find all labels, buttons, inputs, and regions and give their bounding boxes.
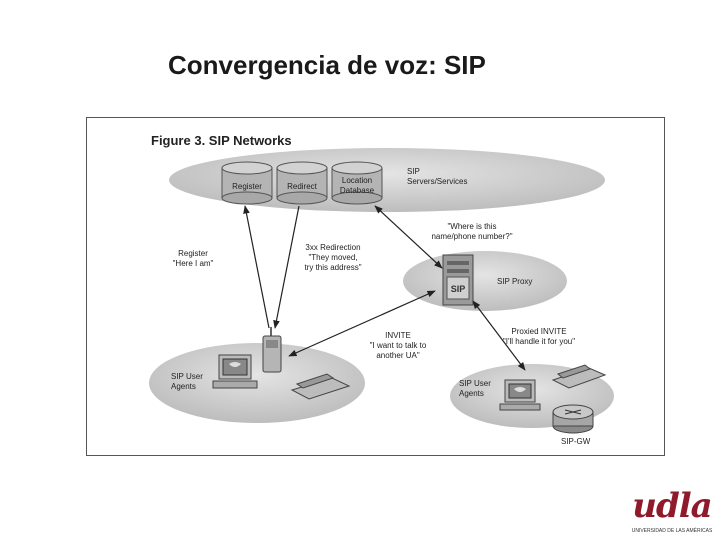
right-desk-phone-icon [551,364,607,389]
sip-proxy-server-icon: SIP [442,254,474,306]
left-agents-label-2: Agents [171,382,196,391]
sip-gateway-label: SIP-GW [561,437,591,446]
register-arrow [243,205,270,329]
servers-group-label-1: SIP [407,167,420,176]
figure-caption: Figure 3. SIP Networks [151,133,292,148]
university-logo: udla UNIVERSIDAD DE LAS AMÉRICAS [624,488,720,540]
register-message-1: Register [178,249,208,258]
logo-tagline: UNIVERSIDAD DE LAS AMÉRICAS [631,528,713,534]
left-agents-label-1: SIP User [171,372,203,381]
slide-title: Convergencia de voz: SIP [168,50,486,80]
sip-network-figure: Figure 3. SIP Networks Register Redirect… [86,117,665,456]
invite-message-2: "I want to talk to [370,341,427,350]
proxied-invite-arrow [472,300,526,371]
whereis-message-1: "Where is this [447,222,496,231]
register-server-icon [221,161,273,205]
sip-proxy-label: SIP Proxy [497,277,532,286]
svg-text:SIP: SIP [451,284,466,294]
invite-message-3: another UA" [376,351,419,360]
sip-gateway-router-icon [552,404,594,434]
servers-group-label-2: Servers/Services [407,177,467,186]
redirect-server-label: Redirect [287,182,318,191]
mobile-phone-icon [262,327,282,373]
invite-message-1: INVITE [385,331,411,340]
whereis-message-2: name/phone number?" [431,232,512,241]
redirection-message-2: "They moved, [308,253,357,262]
left-computer-icon [212,354,258,389]
register-server-label: Register [232,182,262,191]
redirection-arrow [273,205,300,329]
logo-wordmark: udla [632,486,712,526]
invite-arrow [288,290,436,357]
right-agents-label-2: Agents [459,389,484,398]
redirect-server-icon [276,161,328,205]
redirection-message-1: 3xx Redirection [305,243,360,252]
register-message-2: "Here I am" [173,259,214,268]
location-database-label-2: Database [340,186,375,195]
proxied-invite-message-2: "I'll handle it for you" [503,337,575,346]
proxy-cloud [403,251,567,311]
redirection-message-3: try this address" [304,263,361,272]
location-database-icon [331,161,383,205]
right-agents-label-1: SIP User [459,379,491,388]
left-desk-phone-icon [290,373,351,400]
location-database-label-1: Location [342,176,372,185]
proxied-invite-message-1: Proxied INVITE [511,327,566,336]
right-computer-icon [499,379,541,411]
location-query-arrow [374,205,443,269]
